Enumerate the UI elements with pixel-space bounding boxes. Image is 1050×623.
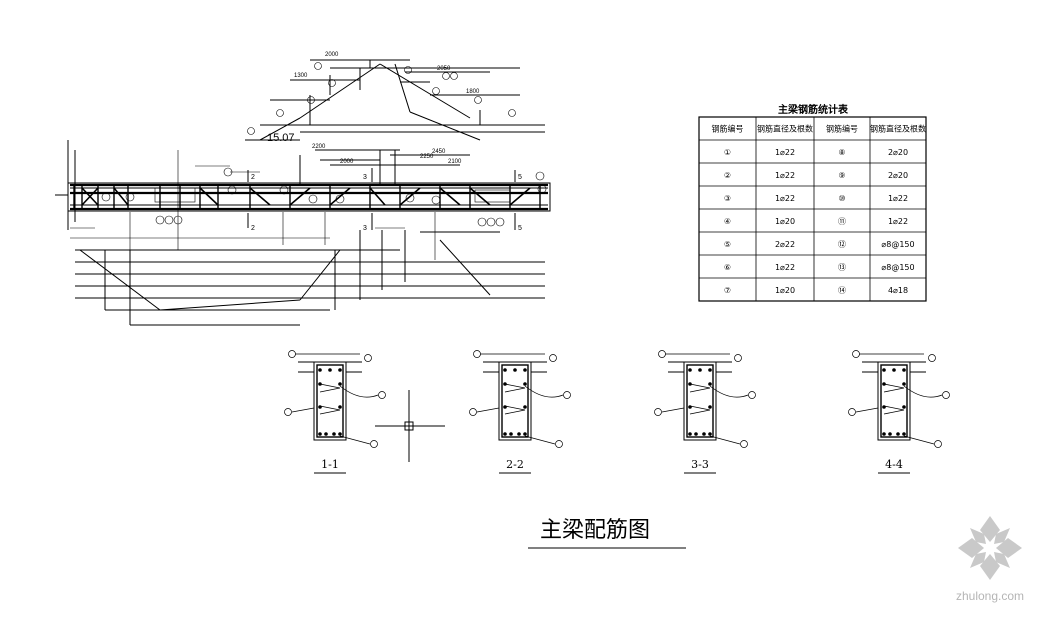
watermark: zhulong.com xyxy=(956,516,1024,603)
table-title: 主梁钢筋统计表 xyxy=(778,103,849,116)
beam-body: 2 2 3 3 5 5 xyxy=(55,140,551,260)
section-label: 3-3 xyxy=(691,458,709,471)
table-header: 钢筋编号 xyxy=(826,124,858,134)
table-cell: 1⌀20 xyxy=(775,217,795,226)
table-cell: 4⌀18 xyxy=(888,286,908,295)
dim-label: 2000 xyxy=(340,159,354,165)
dim-label: 1300 xyxy=(294,73,308,79)
table-header: 钢筋直径及根数 xyxy=(870,124,926,134)
section-label: 2-2 xyxy=(506,458,524,471)
table-cell: ③ xyxy=(724,194,731,203)
table-cell: 1⌀22 xyxy=(775,148,795,157)
table-cell: ⑭ xyxy=(838,286,846,295)
section-label: 4-4 xyxy=(885,458,903,471)
table-header: 钢筋直径及根数 xyxy=(757,124,813,134)
table-cell: ② xyxy=(724,171,731,180)
table-cell: ⑥ xyxy=(724,263,731,272)
rebar-table: 主梁钢筋统计表 钢筋编号 钢筋直径及根数 钢筋编号 钢筋直径及根数 ① 1⌀22 ⑧ 2⌀20… xyxy=(698,103,927,302)
section-mark: 5 xyxy=(518,174,522,181)
table-cell: 2⌀20 xyxy=(888,171,908,180)
table-cell: 2⌀20 xyxy=(888,148,908,157)
crosshair-symbol xyxy=(375,390,445,462)
table-cell: ⑬ xyxy=(838,263,846,272)
table-header: 钢筋编号 xyxy=(712,124,744,134)
table-cell: ⑫ xyxy=(838,240,846,249)
table-cell: 1⌀20 xyxy=(775,286,795,295)
table-cell: ⑧ xyxy=(838,148,845,157)
dim-label: 2250 xyxy=(420,154,434,160)
table-cell: ⑨ xyxy=(838,171,845,180)
dim-label: 2050 xyxy=(437,66,451,72)
watermark-text: zhulong.com xyxy=(956,589,1024,603)
section-mark: 3 xyxy=(363,174,367,181)
drawing-title: 主梁配筋图 xyxy=(540,518,650,543)
table-cell: 1⌀22 xyxy=(775,171,795,180)
table-cell: ⌀8@150 xyxy=(881,240,914,249)
table-cell: ⑪ xyxy=(838,217,846,226)
section-markers: 2 2 3 3 5 5 xyxy=(247,168,522,232)
section-mark: 5 xyxy=(518,225,522,232)
table-cell: ⑦ xyxy=(724,286,731,295)
dim-label: 2200 xyxy=(312,144,326,150)
bar-layout-lower xyxy=(75,230,545,326)
bar-marks-upper xyxy=(247,62,516,135)
section-mark: 3 xyxy=(363,225,367,232)
dim-label: 1800 xyxy=(466,89,480,95)
dim-label: 2000 xyxy=(325,52,339,58)
table-cell: 1⌀22 xyxy=(888,217,908,226)
table-cell: ⑩ xyxy=(838,194,845,203)
bar-layout-upper xyxy=(245,59,545,185)
table-cell: ① xyxy=(724,148,731,157)
cross-section: 2-2 xyxy=(469,350,571,474)
table-cell: ④ xyxy=(724,217,731,226)
watermark-logo-icon xyxy=(958,516,1022,580)
cross-section: 3-3 xyxy=(654,350,756,474)
cross-sections: 1-1 2-2 3-3 4-4 xyxy=(284,350,950,474)
cross-section: 4-4 xyxy=(848,350,950,474)
elevation-mark: 15.07 xyxy=(267,132,295,144)
section-label: 1-1 xyxy=(321,458,339,471)
table-cell: 1⌀22 xyxy=(775,194,795,203)
table-cell: 2⌀22 xyxy=(775,240,795,249)
beam-elevation: 2000 1300 2050 1800 2200 2000 2450 2100 … xyxy=(55,52,551,326)
table-cell: 1⌀22 xyxy=(888,194,908,203)
table-cell: ⑤ xyxy=(724,240,731,249)
cross-section: 1-1 xyxy=(284,350,386,474)
dim-label: 2450 xyxy=(432,149,446,155)
elevation-dims: 2000 1300 2050 1800 2200 2000 2450 2100 … xyxy=(294,52,480,165)
section-mark: 2 xyxy=(251,225,255,232)
table-cell: 1⌀22 xyxy=(775,263,795,272)
dim-label: 2100 xyxy=(448,159,462,165)
section-mark: 2 xyxy=(251,174,255,181)
table-cell: ⌀8@150 xyxy=(881,263,914,272)
